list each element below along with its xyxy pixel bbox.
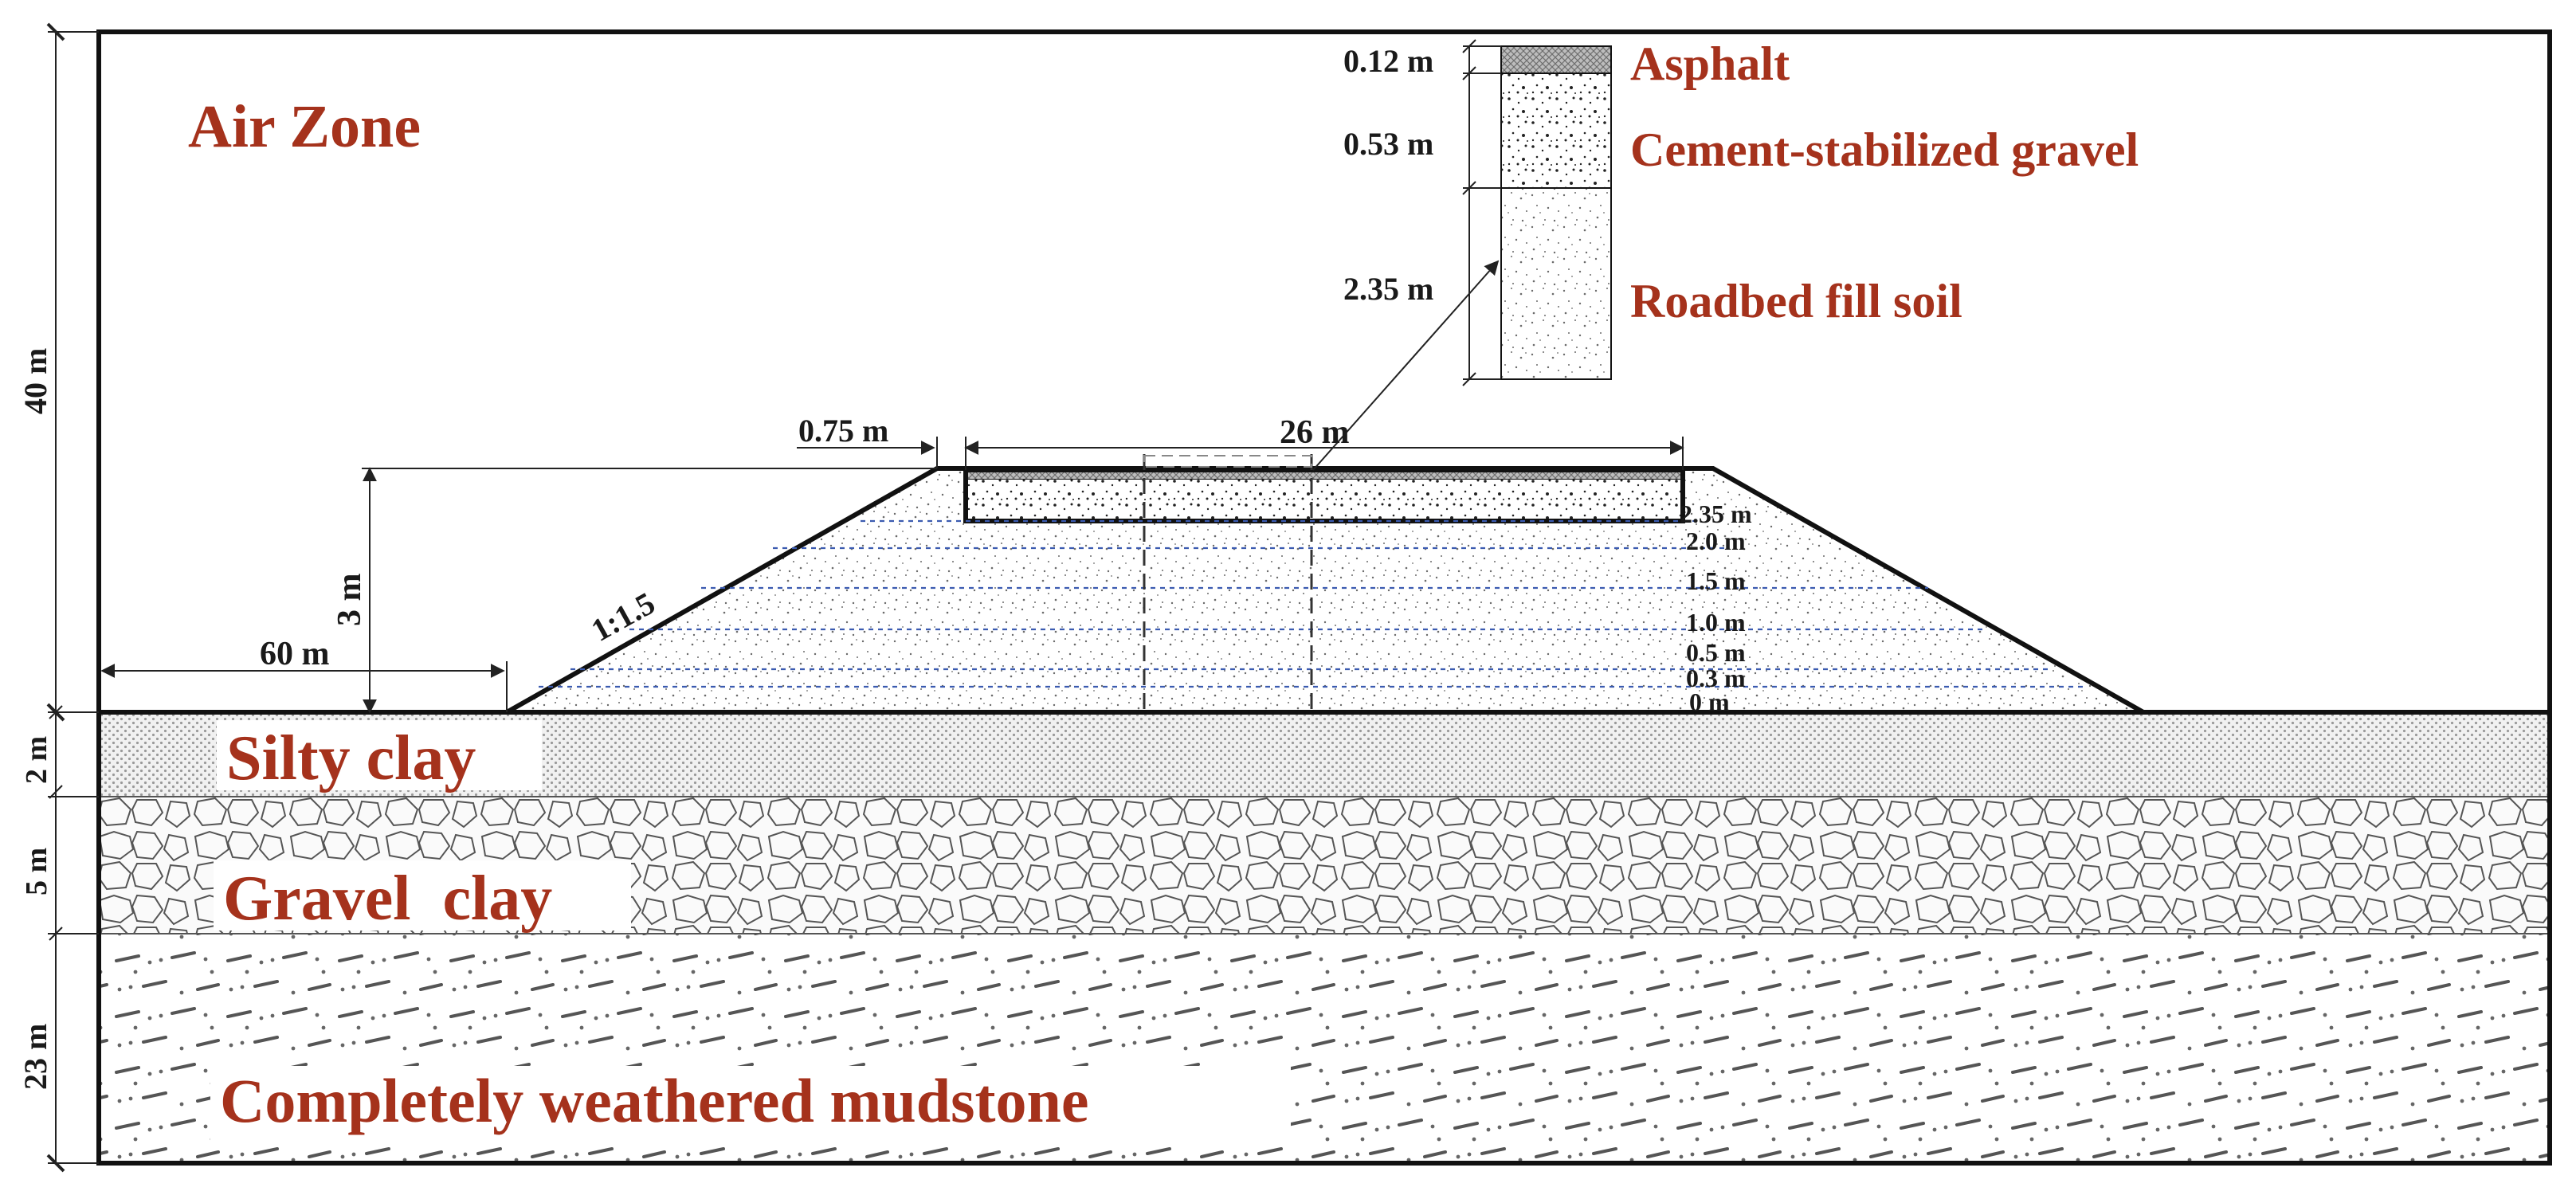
air-zone-label: Air Zone — [188, 93, 421, 160]
fill-thickness: 2.35 m — [1343, 271, 1433, 307]
gravel-clay-thickness-label: 5 m — [20, 848, 53, 895]
model-boundary — [96, 29, 2552, 1166]
asphalt-thickness: 0.12 m — [1343, 43, 1433, 79]
fill-soil-label: Roadbed fill soil — [1630, 275, 1962, 327]
gravel-clay-label: Gravel clay — [223, 864, 552, 934]
silty-clay-label: Silty clay — [226, 723, 476, 793]
depth-label-2-35: 2.35 m — [1680, 500, 1752, 528]
depth-label-2-0: 2.0 m — [1686, 527, 1746, 555]
pavement-gravel-strip — [966, 480, 1683, 521]
depth-label-0-3: 0.3 m — [1686, 664, 1746, 692]
gravel-thickness: 0.53 m — [1343, 126, 1433, 162]
embankment-fill — [507, 468, 2143, 712]
depth-level-lines — [539, 519, 2088, 688]
mudstone-thickness-label: 23 m — [18, 1024, 53, 1090]
embankment-height-label: 3 m — [331, 574, 368, 627]
depth-label-1-0: 1.0 m — [1686, 608, 1746, 637]
depth-label-0-5: 0.5 m — [1686, 638, 1746, 667]
road-width-label: 26 m — [1280, 414, 1350, 451]
depth-label-0: 0 m — [1689, 688, 1730, 716]
detail-pointer-arrow — [1312, 260, 1500, 471]
shoulder-label: 0.75 m — [798, 413, 888, 449]
pavement-detail-column — [1462, 39, 1612, 386]
mudstone-label: Completely weathered mudstone — [220, 1066, 1088, 1135]
centerline-marker — [1143, 455, 1312, 468]
gravel-base-label: Cement-stabilized gravel — [1630, 123, 2139, 176]
total-height-label: 40 m — [18, 348, 53, 414]
silty-clay-thickness-label: 2 m — [20, 736, 53, 784]
asphalt-label: Asphalt — [1630, 37, 1790, 90]
left-distance-label: 60 m — [260, 636, 330, 672]
depth-label-1-5: 1.5 m — [1686, 566, 1746, 595]
